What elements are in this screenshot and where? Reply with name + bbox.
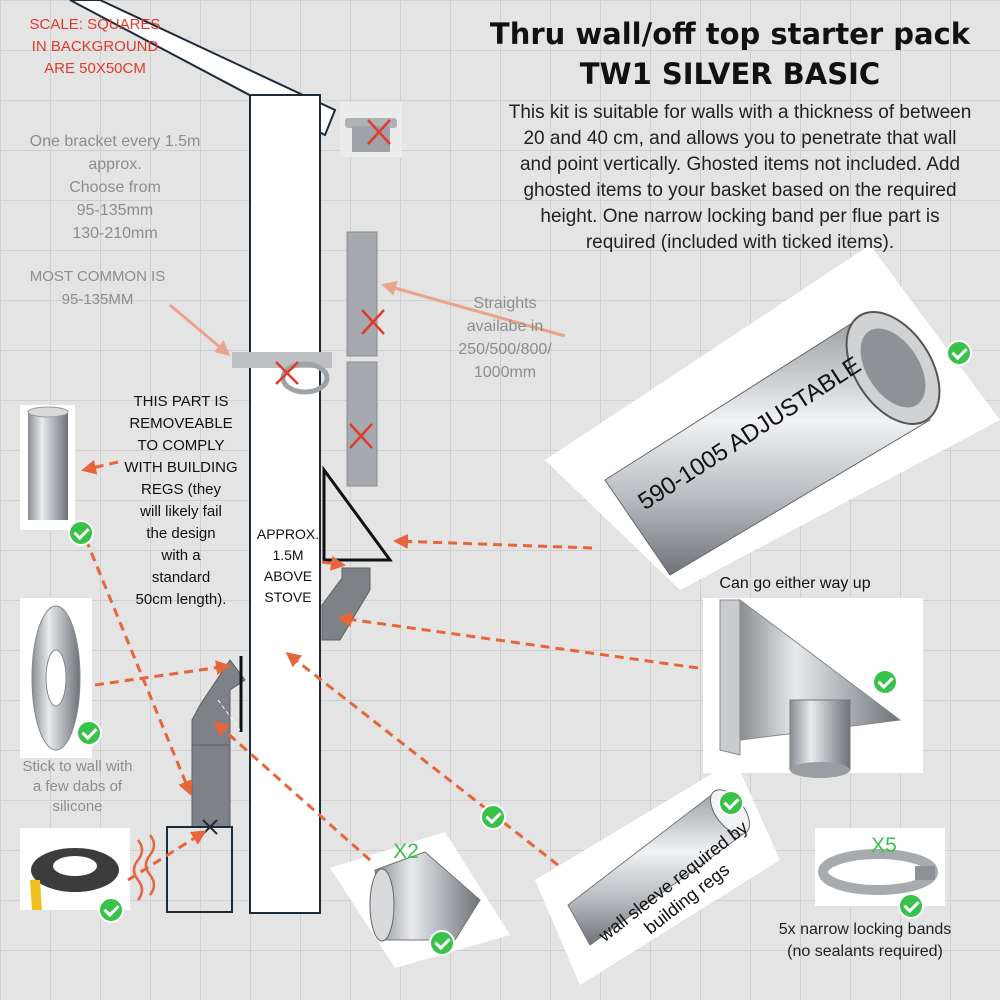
stove [166, 819, 233, 913]
straights-note-line: 250/500/800/ [458, 341, 552, 358]
bands-note-line: 5x narrow locking bands [778, 921, 952, 938]
lower-flue [191, 656, 246, 828]
removable-note-line: will likely fail [140, 503, 222, 520]
upper-elbow [321, 567, 371, 641]
cross-icon [275, 119, 391, 449]
check-icon [98, 897, 124, 923]
approx-note-line: APPROX. [256, 526, 320, 542]
check-icon [946, 340, 972, 366]
approx-note-line: STOVE [264, 589, 312, 605]
straights-note-line: Straights [473, 295, 537, 312]
straights-note-line: availabe in [466, 318, 544, 335]
removable-note-line: TO COMPLY [137, 437, 225, 454]
removable-note: THIS PART IS REMOVEABLE TO COMPLY WITH B… [118, 391, 244, 611]
scale-note: SCALE: SQUARES IN BACKGROUND ARE 50X50CM [20, 14, 170, 80]
straights-note-line: 1000mm [473, 364, 537, 381]
common-note-line: MOST COMMON IS [29, 268, 166, 285]
page-title: Thru wall/off top starter pack TW1 SILVE… [470, 14, 990, 94]
bands-qty: X5 [871, 834, 897, 857]
stick-note-line: a few dabs of [32, 778, 123, 795]
product-sleeve-photo [535, 760, 780, 985]
removable-note-line: THIS PART IS [133, 393, 229, 410]
bracket-note-line: 95-135mm [76, 202, 154, 219]
bracket-note-line: Choose from [69, 179, 161, 196]
stick-note-line: silicone [52, 798, 103, 815]
bracket-note-line: 130-210mm [72, 225, 158, 242]
removable-note-line: REGS (they [140, 481, 222, 498]
bracket-arrow [169, 303, 231, 356]
common-note: MOST COMMON IS 95-135MM [15, 265, 180, 311]
approx-note-line: ABOVE [263, 568, 313, 584]
check-icon [68, 520, 94, 546]
removable-note-line: WITH BUILDING [124, 459, 238, 476]
straights-note: Straights availabe in 250/500/800/ 1000m… [440, 292, 570, 384]
bracket-note: One bracket every 1.5m approx. Choose fr… [10, 130, 220, 245]
bracket-note-line: One bracket every 1.5m [29, 133, 201, 150]
check-icon [480, 804, 506, 830]
check-icon [429, 930, 455, 956]
check-icon [718, 790, 744, 816]
removable-note-line: 50cm length). [135, 591, 227, 608]
removable-note-line: standard [151, 569, 211, 586]
product-locking-band-photo [815, 828, 945, 906]
elbow-qty: X2 [393, 840, 419, 863]
either-way-label: Can go either way up [719, 575, 871, 592]
title-line-1: Thru wall/off top starter pack [489, 17, 971, 51]
stick-note-line: Stick to wall with [22, 758, 133, 775]
stick-note: Stick to wall with a few dabs of silicon… [10, 757, 145, 817]
ghost-cap [340, 102, 402, 157]
bands-note: 5x narrow locking bands (no sealants req… [755, 919, 975, 963]
ghost-straight-1 [346, 231, 378, 357]
scale-note-line: SCALE: SQUARES [29, 16, 161, 33]
check-icon [76, 720, 102, 746]
title-line-2: TW1 SILVER BASIC [579, 57, 881, 91]
straights-arrow [381, 281, 566, 338]
bands-note-line: (no sealants required) [787, 943, 943, 960]
wall [249, 94, 321, 914]
wall-support-outline [322, 465, 393, 562]
bracket-note-line: approx. [88, 156, 142, 173]
removable-note-line: REMOVEABLE [129, 415, 233, 432]
description: This kit is suitable for walls with a th… [508, 102, 972, 253]
approx-note-line: 1.5M [272, 547, 304, 563]
dashed-arrows [78, 459, 699, 882]
approx-note: APPROX. 1.5M ABOVE STOVE [250, 524, 326, 608]
check-icon [898, 893, 924, 919]
scale-note-line: IN BACKGROUND [31, 38, 159, 55]
check-icon [872, 669, 898, 695]
product-elbow-photo [330, 832, 510, 968]
flame-icon [132, 834, 156, 901]
removable-note-line: the design [146, 525, 216, 542]
product-length-photo [20, 405, 75, 530]
common-note-line: 95-135MM [61, 291, 134, 308]
scale-note-line: ARE 50X50CM [44, 60, 146, 77]
product-adjustable-photo [545, 245, 1000, 590]
removable-note-line: with a [161, 547, 201, 564]
